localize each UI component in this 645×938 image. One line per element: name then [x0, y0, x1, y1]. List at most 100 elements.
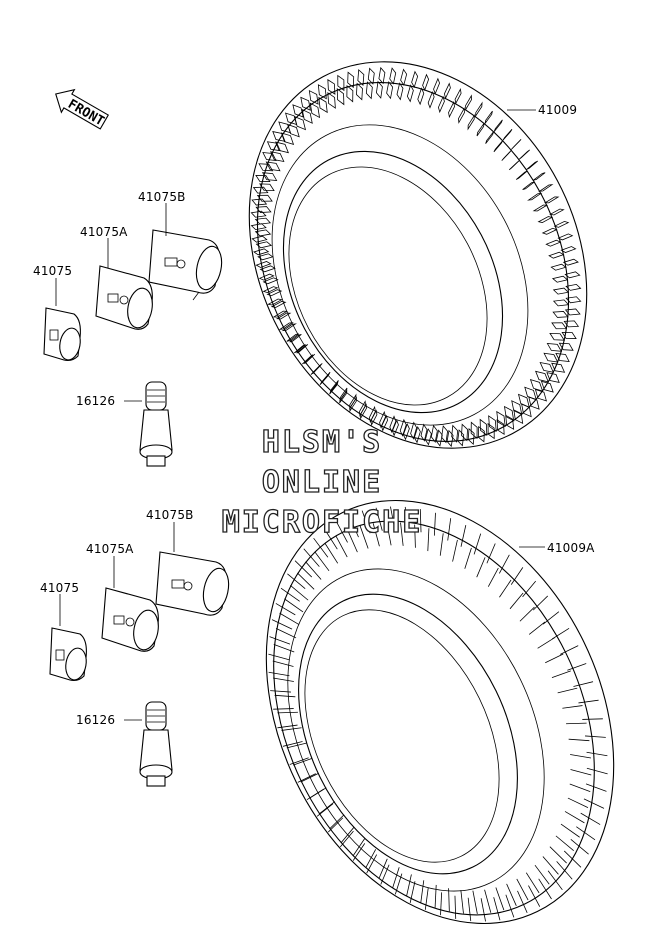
tread-mark: [518, 149, 530, 160]
tread-mark: [258, 273, 275, 281]
tread-mark: [302, 354, 314, 365]
tread-mark: [538, 878, 552, 900]
tread-mark: [352, 843, 366, 861]
tread-mark: [517, 890, 528, 913]
part-label-weight-1[interactable]: 41075: [33, 264, 72, 278]
tread-mark: [562, 258, 579, 266]
balance-weight-icon: [155, 551, 230, 616]
part-label-weight-a-1[interactable]: 41075A: [80, 225, 128, 239]
tread-mark: [289, 334, 302, 343]
tread-mark: [420, 423, 428, 442]
tread-mark: [259, 265, 276, 273]
part-label-weight-2[interactable]: 41075: [40, 581, 79, 595]
tread-mark: [290, 584, 309, 601]
tread-mark: [509, 592, 524, 610]
part-label-tire-front[interactable]: 41009: [538, 103, 577, 117]
tread-mark: [329, 814, 345, 830]
tread-mark: [287, 123, 300, 138]
watermark-line-3: MICROFICHE: [222, 505, 423, 540]
tread-mark: [553, 220, 570, 228]
tread-mark: [486, 543, 496, 564]
part-label-weight-a-2[interactable]: 41075A: [86, 542, 134, 556]
tread-mark: [252, 186, 269, 194]
tread-mark: [251, 235, 268, 243]
tread-mark: [318, 96, 328, 114]
tread-mark: [312, 363, 323, 375]
tread-mark: [548, 251, 565, 259]
tread-mark: [461, 423, 468, 442]
tread-mark: [564, 308, 581, 316]
tread-mark: [275, 603, 296, 616]
part-label-weight-b-2[interactable]: 41075B: [146, 508, 194, 522]
tread-mark: [457, 429, 465, 447]
tread-mark: [269, 636, 291, 645]
part-label-tire-rear[interactable]: 41009A: [547, 541, 595, 555]
tread-mark: [259, 183, 275, 192]
tread-mark: [551, 275, 569, 283]
tread-mark: [274, 694, 296, 698]
tread-mark: [365, 81, 373, 100]
tread-mark: [567, 663, 587, 671]
tread-mark: [546, 343, 563, 352]
tread-mark: [293, 757, 313, 766]
tread-mark: [422, 73, 430, 91]
tread-mark: [564, 271, 581, 279]
tread-mark: [570, 838, 589, 855]
tread-mark: [547, 870, 563, 891]
tread-mark: [487, 567, 499, 587]
tread-mark: [552, 299, 570, 307]
tread-mark: [279, 612, 300, 625]
tread-mark: [413, 425, 421, 444]
part-label-weight-b-1[interactable]: 41075B: [138, 190, 186, 204]
tread-mark: [361, 510, 371, 534]
tread-mark: [294, 344, 306, 354]
balance-weight-icon: [148, 229, 223, 301]
tread-mark: [498, 554, 510, 574]
tread-mark: [543, 196, 560, 204]
tread-mark: [519, 606, 535, 622]
tread-mark: [434, 884, 437, 908]
tread-mark: [496, 419, 505, 435]
tread-mark: [448, 100, 455, 119]
tread-mark: [335, 535, 348, 558]
tread-mark: [487, 422, 495, 440]
tread-mark: [537, 637, 555, 649]
tread-mark: [281, 727, 302, 731]
tread-mark: [550, 263, 567, 271]
tread-mark: [340, 826, 355, 844]
tread-mark: [347, 530, 358, 553]
tread-mark: [262, 286, 279, 294]
tread-mark: [406, 84, 414, 103]
tread-mark: [560, 645, 579, 655]
tread-mark: [430, 424, 438, 444]
tread-mark: [516, 878, 529, 901]
tread-mark: [485, 131, 495, 144]
tread-mark: [266, 289, 283, 297]
tread-mark: [272, 131, 286, 142]
tread-mark: [414, 524, 416, 548]
tread-mark: [510, 139, 522, 150]
tread-mark: [467, 113, 475, 131]
tread-mark: [555, 352, 570, 362]
part-label-valve-2[interactable]: 16126: [76, 713, 115, 727]
tread-mark: [525, 872, 540, 894]
tread-mark: [339, 387, 348, 402]
tread-mark: [542, 856, 559, 875]
tread-mark: [561, 332, 577, 339]
tread-mark: [529, 378, 544, 392]
tread-mark: [560, 246, 577, 253]
tread-mark: [477, 425, 485, 443]
part-label-valve-1[interactable]: 16126: [76, 394, 115, 408]
tread-mark: [262, 277, 279, 285]
tread-mark: [327, 817, 344, 833]
tread-mark: [356, 82, 363, 101]
tread-mark: [392, 867, 400, 889]
tread-mark: [320, 371, 331, 384]
tread-mark: [484, 110, 493, 124]
tread-mark: [268, 671, 290, 677]
tread-mark: [270, 301, 287, 308]
tread-mark: [566, 722, 587, 725]
tread-mark: [327, 92, 336, 109]
tread-mark: [493, 897, 501, 921]
